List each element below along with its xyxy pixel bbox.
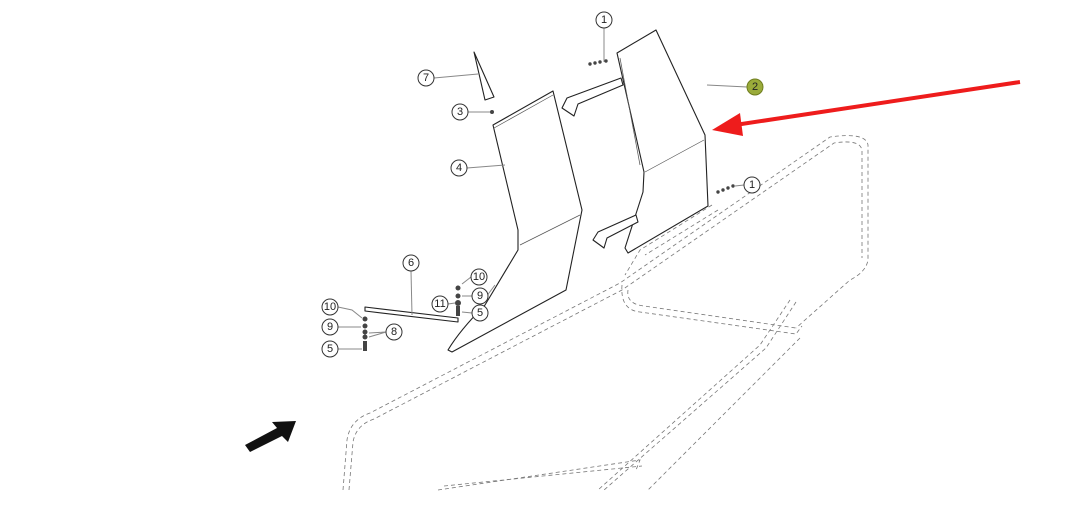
- callout-label: 4: [456, 162, 462, 174]
- callout-label: 2: [752, 81, 758, 93]
- callout[interactable]: 9: [321, 318, 339, 336]
- cab-outline: [342, 135, 869, 491]
- callout-highlighted[interactable]: 2: [746, 78, 764, 96]
- panel-part-2[interactable]: [561, 29, 735, 254]
- callout[interactable]: 6: [402, 254, 420, 272]
- callout-label: 8: [391, 326, 397, 338]
- callout-label: 10: [324, 301, 336, 313]
- callout-label: 7: [423, 72, 429, 84]
- callout-label: 1: [749, 179, 755, 191]
- callout[interactable]: 4: [450, 159, 468, 177]
- callout[interactable]: 1: [595, 11, 613, 29]
- callout[interactable]: 10: [321, 298, 339, 316]
- panel-part-4[interactable]: [447, 90, 583, 353]
- hardware-stack: [362, 285, 461, 351]
- callout[interactable]: 8: [385, 323, 403, 341]
- callout[interactable]: 10: [470, 268, 488, 286]
- callout[interactable]: 1: [743, 176, 761, 194]
- callout-label: 9: [327, 321, 333, 333]
- callout-label: 1: [601, 14, 607, 26]
- nut-part-3: [490, 110, 494, 114]
- callout[interactable]: 7: [417, 69, 435, 87]
- callout-label: 11: [434, 298, 445, 310]
- callout-label: 5: [477, 307, 483, 319]
- bracket-part-7[interactable]: [473, 51, 495, 101]
- callout[interactable]: 3: [451, 103, 469, 121]
- callout-label: 3: [457, 106, 463, 118]
- callout-label: 6: [408, 257, 414, 269]
- callout[interactable]: 5: [321, 340, 339, 358]
- callout-label: 5: [327, 343, 333, 355]
- callout[interactable]: 9: [471, 287, 489, 305]
- leader-lines: [337, 28, 748, 350]
- red-pointer-arrow-icon: [712, 80, 1021, 136]
- callout-label: 10: [473, 271, 485, 283]
- direction-arrow-icon: [245, 421, 296, 452]
- callout-label: 9: [477, 290, 483, 302]
- callout[interactable]: 5: [471, 304, 489, 322]
- callout[interactable]: 11: [431, 295, 449, 313]
